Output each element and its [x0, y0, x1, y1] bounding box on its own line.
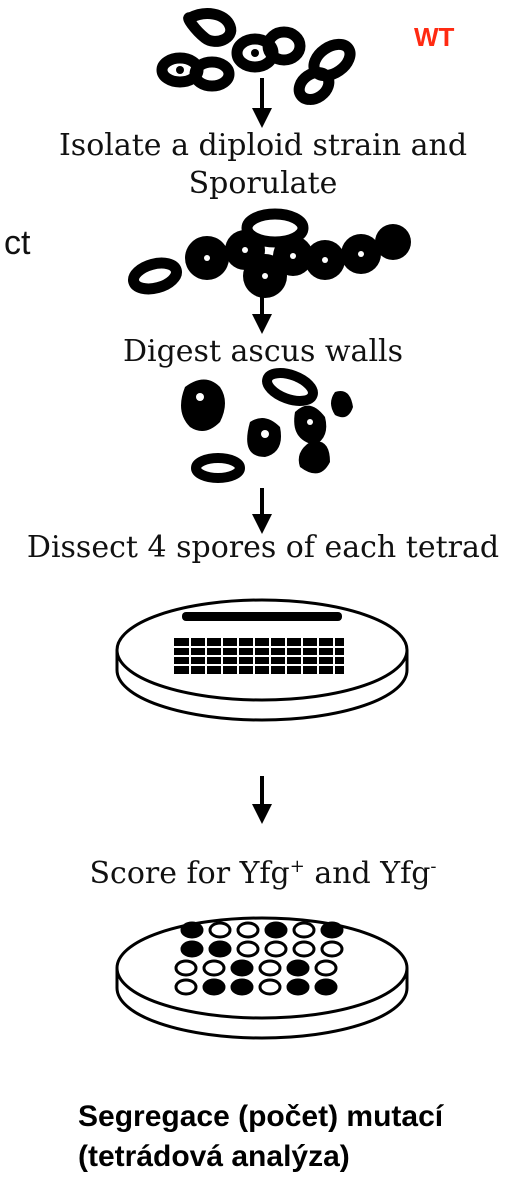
colony-grid	[176, 923, 342, 994]
colony-open	[316, 961, 336, 975]
colony-open	[266, 942, 286, 956]
score-prefix: Score for Yfg	[90, 856, 290, 891]
step-4-label: Score for Yfg+ and Yfg-	[0, 856, 526, 891]
tetrad-cluster-1	[181, 380, 225, 432]
colony-open	[176, 961, 196, 975]
caption-line-2: (tetrádová analýza)	[78, 1137, 350, 1177]
dissection-plate-illustration	[112, 592, 412, 722]
digested-asci-illustration	[170, 372, 370, 482]
ascus-1	[131, 259, 180, 294]
step-3-label: Dissect 4 spores of each tetrad	[0, 530, 526, 565]
colony-open	[176, 980, 196, 994]
wt-label: WT	[414, 22, 454, 53]
arrow-down-icon	[252, 78, 272, 128]
minus-superscript: -	[430, 856, 436, 877]
cell-2	[195, 62, 229, 86]
cell-4	[268, 32, 300, 60]
colony-filled	[288, 980, 308, 994]
colony-filled	[232, 980, 252, 994]
score-middle: and Yfg	[305, 856, 431, 891]
cell-figure8-1	[189, 14, 231, 42]
colony-open	[294, 942, 314, 956]
colony-filled	[182, 942, 202, 956]
cut-off-text: ct	[4, 224, 30, 263]
colony-open	[238, 942, 258, 956]
colony-open	[260, 980, 280, 994]
step-1-line-1: Isolate a diploid strain and	[0, 128, 526, 163]
colony-open	[204, 961, 224, 975]
tetrad-cluster-5	[331, 391, 353, 417]
tetrad-cluster-4	[299, 441, 330, 473]
plus-superscript: +	[290, 856, 305, 877]
colony-filled	[322, 923, 342, 937]
colony-open	[210, 923, 230, 937]
step-2-label: Digest ascus walls	[0, 334, 526, 369]
colony-open	[294, 923, 314, 937]
arrow-down-icon	[252, 488, 272, 534]
arrow-down-icon	[252, 286, 272, 334]
colony-filled	[316, 980, 336, 994]
colony-open	[260, 961, 280, 975]
colony-filled	[204, 980, 224, 994]
spore-7	[375, 224, 411, 260]
ascus-wall-1	[263, 368, 316, 407]
colony-filled	[182, 923, 202, 937]
arrow-down-icon	[252, 776, 272, 824]
tetrad-streak	[182, 612, 342, 621]
colony-open	[238, 923, 258, 937]
step-1-line-2: Sporulate	[0, 166, 526, 201]
tetrad-cluster-3	[294, 406, 326, 445]
colony-filled	[288, 961, 308, 975]
asci-with-spores-illustration	[125, 208, 415, 298]
cell-6	[294, 67, 334, 105]
colony-filled	[232, 961, 252, 975]
ascus-wall-2	[196, 458, 240, 478]
scoring-plate-illustration	[112, 910, 412, 1040]
colony-open	[322, 942, 342, 956]
colony-filled	[210, 942, 230, 956]
colony-filled	[266, 923, 286, 937]
caption-line-1: Segregace (počet) mutací	[78, 1097, 443, 1137]
